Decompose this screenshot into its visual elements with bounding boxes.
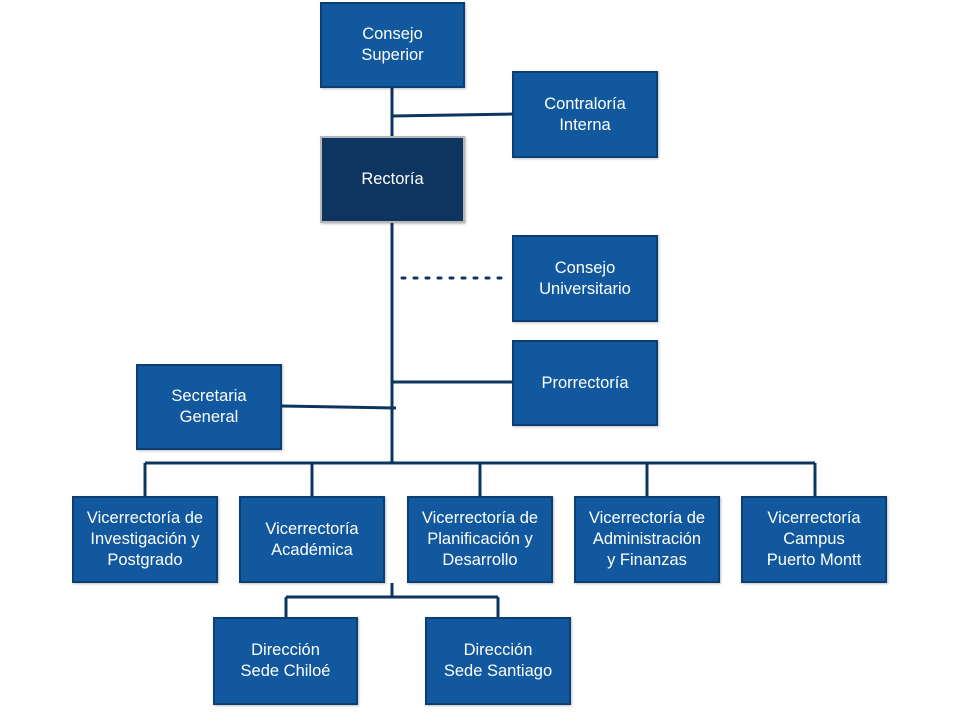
line-contraloria [391, 112, 514, 118]
node-vicerrectoria-investigacion: Vicerrectoría de Investigación y Postgra… [72, 496, 218, 583]
node-contraloria-interna: Contraloría Interna [512, 71, 658, 158]
node-consejo-universitario: Consejo Universitario [512, 235, 658, 322]
node-vicerrectoria-administracion: Vicerrectoría de Administración y Finanz… [574, 496, 720, 583]
node-vicerrectoria-planificacion: Vicerrectoría de Planificación y Desarro… [407, 496, 553, 583]
node-secretaria-general: Secretaria General [136, 364, 282, 450]
node-prorrectoria: Prorrectoría [512, 340, 658, 426]
node-direccion-sede-santiago: Dirección Sede Santiago [425, 617, 571, 705]
node-vicerrectoria-academica: Vicerrectoría Académica [239, 496, 385, 583]
node-consejo-superior: Consejo Superior [320, 2, 465, 88]
node-direccion-sede-chiloe: Dirección Sede Chiloé [213, 617, 358, 705]
line-secretaria [281, 404, 397, 410]
node-vicerrectoria-campus-puerto-montt: Vicerrectoría Campus Puerto Montt [741, 496, 887, 583]
node-rectoria: Rectoría [320, 136, 465, 223]
